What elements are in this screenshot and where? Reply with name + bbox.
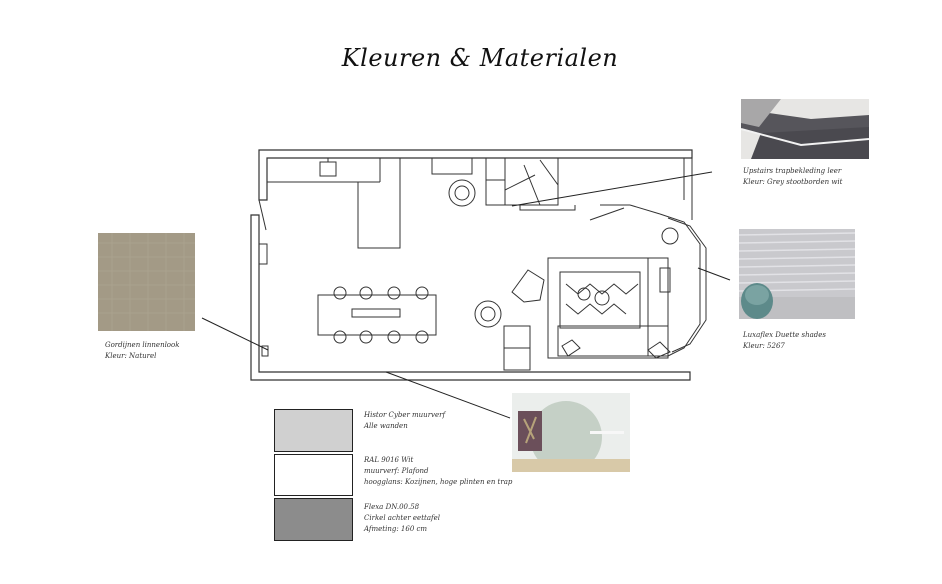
curtain-material-name: Gordijnen linnenlook (105, 341, 180, 349)
swatch-2-name: RAL 9016 Wit (364, 456, 414, 464)
page-title: Kleuren & Materialen (341, 44, 619, 72)
green-circle-wall-photo (512, 393, 630, 472)
shades-material-note: Luxaflex Duette shades Kleur: 5267 (743, 330, 826, 352)
stairs-material-name: Upstairs trapbekleding leer (743, 167, 842, 175)
curtain-material-note: Gordijnen linnenlook Kleur: Naturel (105, 340, 179, 362)
swatch-3-name: Flexa DN.00.58 (364, 503, 420, 511)
curtain-material-color: Kleur: Naturel (105, 352, 157, 360)
shades-material-name: Luxaflex Duette shades (743, 331, 827, 339)
shades-material-color: Kleur: 5267 (743, 342, 785, 350)
swatch-histor-cyber (274, 409, 353, 452)
swatch-1-name: Histor Cyber muurverf (364, 411, 446, 419)
swatch-note-1: Histor Cyber muurverf Alle wanden (364, 410, 445, 432)
swatch-note-3: Flexa DN.00.58 Cirkel achter eettafel Af… (364, 502, 440, 535)
swatch-ral-9016 (274, 454, 353, 496)
swatch-2-usage: muurverf: Plafond (364, 467, 429, 475)
swatch-1-usage: Alle wanden (364, 422, 408, 430)
stairs-material-color: Kleur: Grey stootborden wit (743, 178, 843, 186)
curtain-linen-photo (98, 233, 195, 331)
swatch-2-usage-gloss: hoogglans: Kozijnen, hoge plinten en tra… (364, 478, 513, 486)
stairs-leather-photo (741, 99, 869, 159)
swatch-3-usage: Cirkel achter eettafel (364, 514, 440, 522)
stairs-material-note: Upstairs trapbekleding leer Kleur: Grey … (743, 166, 842, 188)
duette-shades-photo (739, 229, 855, 319)
swatch-3-size: Afmeting: 160 cm (364, 525, 428, 533)
swatch-flexa-dn0058 (274, 498, 353, 541)
swatch-note-2: RAL 9016 Wit muurverf: Plafond hoogglans… (364, 455, 512, 488)
